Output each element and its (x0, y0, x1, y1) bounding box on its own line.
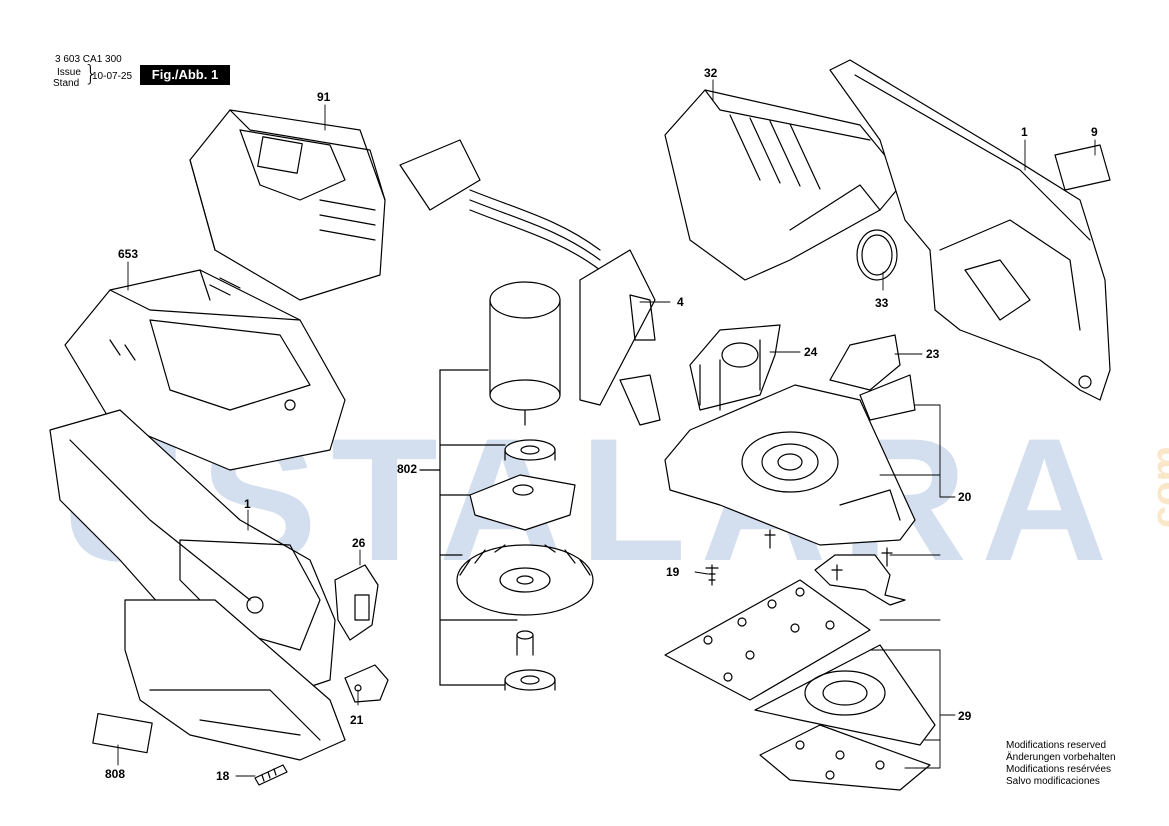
label-part-9 (1054, 144, 1111, 191)
housing-right-part-1 (829, 59, 1111, 401)
button-part-26 (334, 564, 379, 641)
callout-9: 9 (1091, 125, 1098, 139)
callout-26: 26 (352, 536, 366, 550)
callout-23: 23 (926, 347, 940, 361)
screw-plate-a (764, 529, 776, 549)
note-english: Modifications reserved (1006, 740, 1107, 751)
sander-base-part-808 (92, 599, 346, 761)
cover-part-32 (664, 89, 906, 281)
holder-part-23 (829, 334, 916, 421)
callout-32: 32 (704, 66, 718, 80)
callout-29: 29 (958, 709, 972, 723)
screw-plate-c (831, 564, 843, 581)
charger-part-653 (64, 269, 346, 471)
callout-802: 802 (397, 462, 418, 476)
housing-left-part-1 (49, 409, 336, 691)
switch-harness-part-4 (399, 139, 661, 426)
spindle (516, 630, 534, 656)
sanding-sheet-upper (664, 579, 871, 701)
screw-part-19 (705, 564, 719, 586)
o-ring-part-33 (856, 229, 898, 281)
callout-19: 19 (666, 565, 680, 579)
modification-notes: Modifications reserved Änderungen vorbeh… (1006, 740, 1116, 788)
screw-plate-b (881, 547, 893, 567)
callout-20: 20 (958, 490, 972, 504)
callout-33: 33 (875, 296, 889, 310)
callout-21: 21 (350, 713, 364, 727)
sanding-sheet-lower (759, 724, 931, 791)
bearing-upper (504, 439, 556, 461)
figure-label: Fig./Abb. 1 (140, 65, 230, 85)
bracket-802 (419, 369, 518, 686)
callout-4: 4 (677, 295, 684, 309)
callout-24: 24 (804, 345, 818, 359)
holder-part-24 (689, 324, 781, 411)
sanding-pad-perforated (754, 644, 936, 746)
screw-part-18 (254, 764, 288, 786)
note-spanish: Salvo modificaciones (1006, 776, 1100, 787)
callout-1-top: 1 (1021, 125, 1028, 139)
clip-part-21 (344, 664, 389, 703)
note-german: Änderungen vorbehalten (1006, 752, 1116, 763)
issue-label: Issue (57, 67, 81, 78)
callout-18: 18 (216, 769, 230, 783)
part-number: 3 603 CA1 300 (55, 54, 122, 65)
leader-lines (117, 79, 1096, 777)
fan-wheel (456, 544, 594, 616)
gasket (814, 554, 906, 606)
callout-1-mid: 1 (244, 497, 251, 511)
motor (489, 281, 561, 426)
stand-label: Stand (53, 78, 80, 89)
callout-808: 808 (105, 767, 126, 781)
issue-date: 10-07-25 (92, 71, 133, 82)
eccentric-plate (469, 474, 576, 531)
callout-653: 653 (118, 247, 139, 261)
bearing-lower (504, 669, 556, 691)
note-french: Modifications resérvées (1006, 764, 1112, 775)
brace-symbol: } (84, 62, 98, 87)
battery-pack-part-91 (189, 109, 386, 301)
callout-91: 91 (317, 90, 331, 104)
sanding-plate-part-20 (664, 384, 916, 546)
